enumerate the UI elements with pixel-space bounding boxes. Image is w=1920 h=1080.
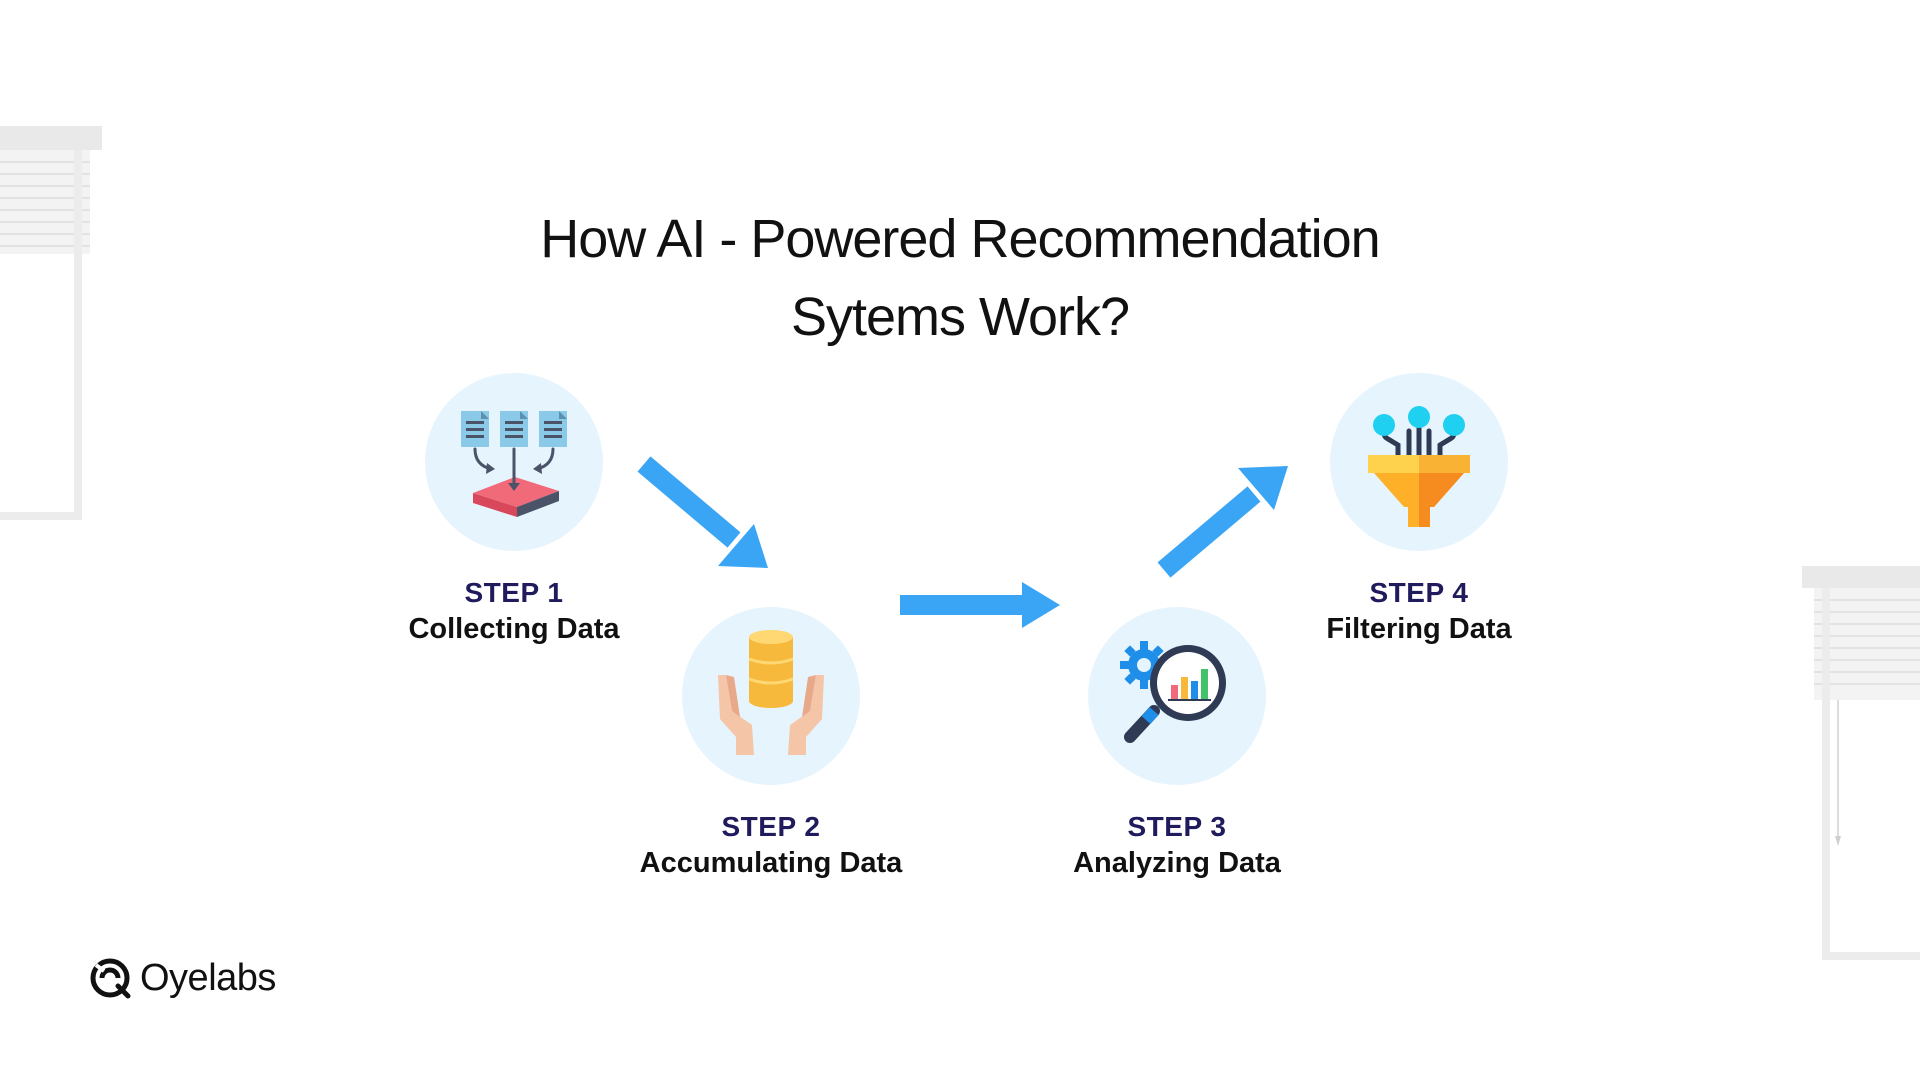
step-3-label: Analyzing Data: [1073, 847, 1281, 879]
funnel-filter-icon: [1368, 406, 1470, 527]
documents-to-tray-icon: [461, 411, 567, 517]
window-blinds-left-decoration: [0, 126, 102, 520]
step-4-number: STEP 4: [1369, 577, 1469, 608]
step-3-icon-circle: [1088, 607, 1266, 785]
step-4-icon-circle: [1330, 373, 1508, 551]
step-2: STEP 2 Accumulating Data: [611, 607, 931, 881]
oyelabs-logo-icon: [90, 958, 131, 999]
step-1-number: STEP 1: [464, 577, 564, 608]
step-4: STEP 4 Filtering Data: [1259, 373, 1579, 647]
step-2-icon-circle: [682, 607, 860, 785]
oyelabs-logo: Oyelabs: [88, 955, 276, 1001]
step-3: STEP 3 Analyzing Data: [1017, 607, 1337, 881]
arrow-step3-to-step4: [1157, 466, 1288, 578]
step-2-label: Accumulating Data: [639, 847, 903, 879]
brand-name: Oyelabs: [140, 956, 276, 999]
magnifier-chart-gear-icon: [1120, 641, 1226, 743]
arrow-step1-to-step2: [637, 456, 768, 568]
window-blinds-right-decoration: [1802, 566, 1920, 960]
title-line-1: How AI - Powered Recommendation: [540, 209, 1380, 269]
step-1-label: Collecting Data: [408, 613, 620, 645]
title-line-2: Sytems Work?: [790, 287, 1130, 347]
step-3-number: STEP 3: [1127, 811, 1227, 842]
diagram-title: How AI - Powered Recommendation Sytems W…: [460, 200, 1460, 356]
step-1: STEP 1 Collecting Data: [354, 373, 674, 647]
hands-holding-database-icon: [718, 630, 824, 755]
arrow-step2-to-step3: [900, 582, 1060, 628]
step-2-number: STEP 2: [721, 811, 821, 842]
step-1-icon-circle: [425, 373, 603, 551]
step-4-label: Filtering Data: [1326, 613, 1512, 645]
